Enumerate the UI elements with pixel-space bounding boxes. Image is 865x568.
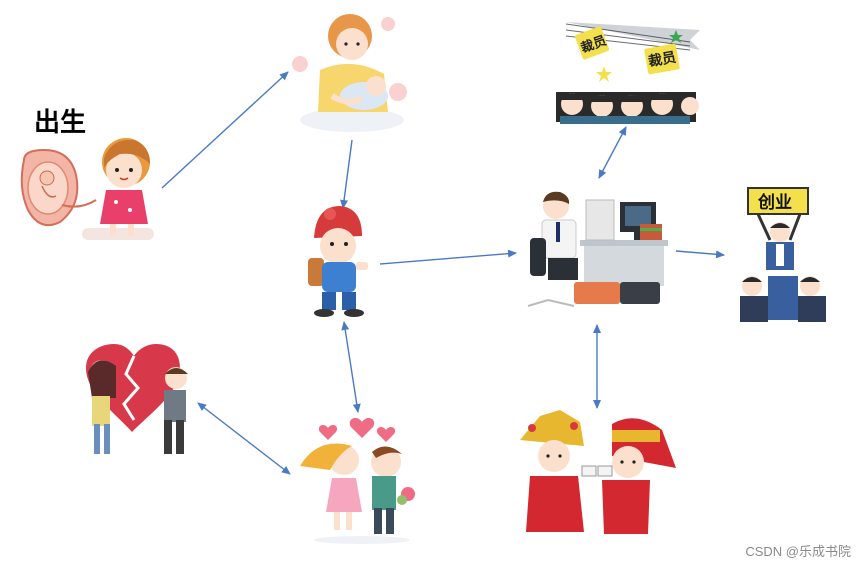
startup-celebration-illustration: 创业 — [740, 187, 826, 322]
birth-label: 出生 — [34, 108, 86, 138]
layoff-sign-2: 裁员 — [647, 49, 678, 71]
child-with-backpack-illustration — [308, 206, 368, 317]
layoff-crowd-illustration: 裁员 裁员 — [556, 22, 700, 124]
startup-sign: 创业 — [757, 192, 792, 213]
arrow-birth-to-infancy — [161, 71, 289, 189]
broken-heart-couple-illustration — [86, 344, 188, 454]
arrow-infancy-to-school — [340, 139, 353, 209]
arrows — [161, 71, 725, 475]
traditional-wedding-couple-illustration — [520, 410, 676, 534]
watermark: CSDN @乐成书院 — [745, 544, 851, 559]
pregnancy-baby-illustration — [20, 138, 154, 240]
arrow-school-love — [341, 321, 361, 413]
young-couple-kiss-illustration — [300, 417, 415, 544]
mother-nursing-baby-illustration — [292, 14, 407, 132]
arrow-work-layoff — [598, 126, 627, 179]
arrow-love-breakup — [197, 402, 291, 475]
office-worker-at-desk-illustration — [527, 191, 668, 307]
arrow-work-to-startup — [675, 250, 725, 259]
arrow-school-to-work — [379, 249, 517, 265]
